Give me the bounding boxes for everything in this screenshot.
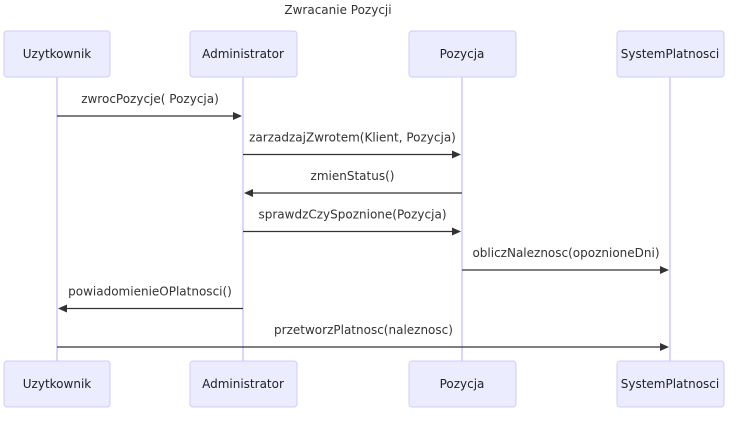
message-label: powiadomienieOPlatnosci() bbox=[68, 285, 232, 299]
participant-label: SystemPlatnosci bbox=[621, 47, 720, 61]
participant-administrator-top: Administrator bbox=[189, 30, 298, 78]
participant-label: Uzytkownik bbox=[23, 47, 92, 61]
message-label: zwrocPozycje( Pozycja) bbox=[81, 92, 219, 106]
participants-top: Uzytkownik Administrator Pozycja SystemP… bbox=[3, 30, 725, 78]
participant-label: Pozycja bbox=[440, 377, 485, 391]
message: powiadomienieOPlatnosci() bbox=[58, 285, 243, 313]
participant-systemplatnosci-bottom: SystemPlatnosci bbox=[616, 360, 725, 408]
participant-uzytkownik-top: Uzytkownik bbox=[3, 30, 111, 78]
participant-uzytkownik-bottom: Uzytkownik bbox=[3, 360, 111, 408]
participant-label: Administrator bbox=[202, 377, 284, 391]
lifelines bbox=[56, 77, 671, 361]
message-label: przetworzPlatnosc(naleznosc) bbox=[274, 323, 453, 337]
participant-administrator-bottom: Administrator bbox=[189, 360, 298, 408]
arrowhead-icon bbox=[233, 112, 242, 120]
arrowhead-icon bbox=[452, 150, 461, 159]
message: sprawdzCzySpoznione(Pozycja) bbox=[243, 208, 461, 236]
participant-label: Uzytkownik bbox=[23, 377, 92, 391]
message: przetworzPlatnosc(naleznosc) bbox=[57, 323, 669, 351]
participant-systemplatnosci-top: SystemPlatnosci bbox=[616, 30, 725, 78]
message: zmienStatus() bbox=[244, 169, 462, 197]
participant-label: Pozycja bbox=[440, 47, 485, 61]
message-label: zarzadzajZwrotem(Klient, Pozycja) bbox=[249, 131, 456, 145]
arrowhead-icon bbox=[660, 343, 669, 351]
arrowhead-icon bbox=[452, 227, 461, 236]
message-label: sprawdzCzySpoznione(Pozycja) bbox=[258, 208, 446, 222]
message: zarzadzajZwrotem(Klient, Pozycja) bbox=[243, 131, 461, 159]
participant-pozycja-bottom: Pozycja bbox=[408, 360, 517, 408]
arrowhead-icon bbox=[244, 189, 253, 197]
message: zwrocPozycje( Pozycja) bbox=[57, 92, 242, 120]
participant-label: Administrator bbox=[202, 47, 284, 61]
arrowhead-icon bbox=[660, 266, 669, 274]
participant-label: SystemPlatnosci bbox=[621, 377, 720, 391]
message-label: obliczNaleznosc(opoznioneDni) bbox=[472, 246, 659, 260]
participants-bottom: Uzytkownik Administrator Pozycja SystemP… bbox=[3, 360, 725, 408]
message: obliczNaleznosc(opoznioneDni) bbox=[462, 246, 669, 274]
participant-pozycja-top: Pozycja bbox=[408, 30, 517, 78]
diagram-title: Zwracanie Pozycji bbox=[284, 3, 391, 17]
message-label: zmienStatus() bbox=[311, 169, 395, 183]
arrowhead-icon bbox=[58, 304, 67, 313]
messages: zwrocPozycje( Pozycja) zarzadzajZwrotem(K… bbox=[57, 92, 669, 351]
